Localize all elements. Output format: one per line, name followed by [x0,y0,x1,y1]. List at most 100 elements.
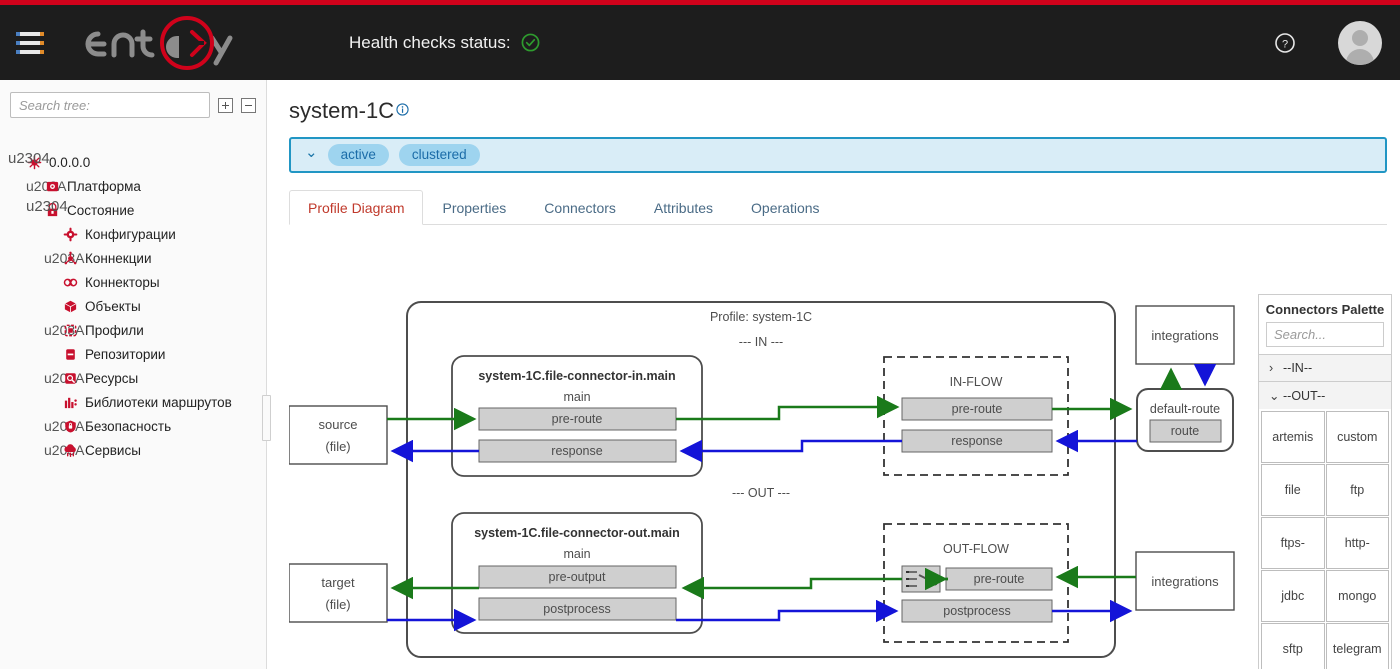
palette-item-9[interactable]: telegram [1325,623,1389,669]
integrations-top-box[interactable] [1135,305,1235,365]
health-checks-label: Health checks status: [349,32,511,52]
connector-out-step-2-box[interactable] [478,597,677,621]
tree-item-9[interactable]: Ресурсы [0,366,266,390]
connections-icon [60,249,80,267]
tree-item-label: Объекты [85,298,141,314]
choice-router-icon[interactable] [901,565,941,593]
chevron-right-icon: › [1269,361,1274,375]
palette-item-0[interactable]: artemis [1261,411,1325,463]
flow-in-blue-3 [679,439,902,463]
chevron-right-icon[interactable] [44,418,60,434]
palette-item-8[interactable]: sftp [1261,623,1325,669]
endpoint-source[interactable] [289,405,388,465]
tree-item-10[interactable]: Библиотеки маршрутов [0,390,266,414]
default-route-step-box[interactable] [1149,419,1222,443]
tree-item-label: Коннекторы [85,274,160,290]
tree-item-label: Состояние [67,202,135,218]
tree-item-label: Сервисы [85,442,141,458]
endpoint-target[interactable] [289,563,388,623]
tree-item-1[interactable]: Платформа [0,174,266,198]
tree-item-11[interactable]: Безопасность [0,414,266,438]
tree-item-0[interactable]: 0.0.0.0 [0,150,266,174]
in-flow-step-2-label: response [951,434,1002,448]
chevron-right-icon[interactable] [44,322,60,338]
main-content: system-1C ⌄ active clustered Profile Dia… [267,80,1400,669]
tree-item-8[interactable]: Репозитории [0,342,266,366]
status-badge-active: active [327,144,389,166]
help-circle-icon[interactable]: ? [1274,32,1296,54]
chevron-down-icon: ⌄ [1269,389,1280,403]
in-flow-step-1-label: pre-route [952,402,1003,416]
palette-group-in[interactable]: › --IN-- [1259,354,1391,381]
svg-text:?: ? [1282,38,1288,50]
menu-bar-2 [16,40,44,45]
tree-item-6[interactable]: Объекты [0,294,266,318]
integrations-bottom-box[interactable] [1135,551,1235,611]
chevron-right-icon[interactable] [44,250,60,266]
tab-attributes[interactable]: Attributes [653,200,714,216]
chevron-right-icon[interactable] [26,178,42,194]
tree-item-5[interactable]: Коннекторы [0,270,266,294]
out-flow-step-2-label: postprocess [943,604,1010,618]
palette-item-2[interactable]: file [1261,464,1325,516]
menu-icon[interactable] [0,31,60,54]
in-flow-title: IN-FLOW [950,375,1003,389]
palette-item-4[interactable]: ftps- [1261,517,1325,569]
collapse-all-icon[interactable] [241,97,256,113]
tab-profile-diagram[interactable]: Profile Diagram [289,190,424,225]
palette-group-out[interactable]: ⌄--OUT-- [1259,381,1391,409]
palette-group-in-label: --IN-- [1283,361,1313,375]
user-avatar[interactable] [1338,20,1382,65]
out-flow-step-1-label: pre-route [974,572,1025,586]
palette-group-out-label: --OUT-- [1283,389,1326,403]
avatar-body [1346,48,1374,65]
connector-out-step-1-box[interactable] [478,565,677,589]
chevron-down-icon[interactable] [8,154,24,171]
status-badge-clustered: clustered [398,144,480,166]
info-icon[interactable] [396,96,409,116]
tree-item-4[interactable]: Коннекции [0,246,266,270]
palette-item-7[interactable]: mongo [1325,570,1389,622]
entaxy-logo[interactable] [64,8,244,78]
config-icon [60,225,80,243]
avatar-head [1352,29,1368,46]
out-flow-container[interactable] [883,523,1069,643]
tree-item-label: 0.0.0.0 [49,154,91,170]
health-checks-status: Health checks status: [349,33,540,53]
profile-container [406,301,1116,658]
chevron-down-icon[interactable]: ⌄ [305,144,318,161]
palette-item-3[interactable]: ftp [1325,464,1389,516]
endpoint-target-type: (file) [325,597,350,612]
tab-operations[interactable]: Operations [751,200,820,216]
palette-item-1[interactable]: custom [1325,411,1389,463]
services-icon [60,441,80,459]
in-flow-container[interactable] [883,356,1069,476]
chevron-down-icon[interactable] [26,202,42,219]
tree-item-label: Ресурсы [85,370,139,386]
health-ok-icon [521,33,540,52]
chevron-right-icon[interactable] [44,370,60,386]
tree-item-12[interactable]: Сервисы [0,438,266,462]
menu-bar-1 [16,31,44,36]
chevron-right-icon[interactable] [44,442,60,458]
security-icon [60,417,80,435]
palette-item-5[interactable]: http- [1325,517,1389,569]
tree-item-3[interactable]: Конфигурации [0,222,266,246]
palette-title: Connectors Palette [1265,302,1385,317]
profile-diagram[interactable]: Profile: system-1C --- IN --- --- OUT --… [289,294,1400,669]
tree-item-label: Библиотеки маршрутов [85,394,232,410]
connectors-palette: Connectors Palette › --IN-- ⌄--OUT-- arte… [1258,294,1392,669]
sidebar-splitter-handle[interactable] [262,395,271,441]
tab-connectors[interactable]: Connectors [544,200,616,216]
app-body: 0.0.0.0ПлатформаСостояниеКонфигурацииКон… [0,80,1400,669]
tree-item-7[interactable]: Профили [0,318,266,342]
palette-item-6[interactable]: jdbc [1261,570,1325,622]
default-route-title: default-route [1150,402,1220,416]
tab-properties[interactable]: Properties [442,200,507,216]
status-banner[interactable]: ⌄ active clustered [289,137,1387,173]
flow-out-green-3 [681,576,902,600]
palette-search-input[interactable] [1266,322,1384,347]
expand-all-icon[interactable] [218,97,233,113]
search-tree-input[interactable] [10,92,210,118]
tree-item-2[interactable]: Состояние [0,198,266,222]
